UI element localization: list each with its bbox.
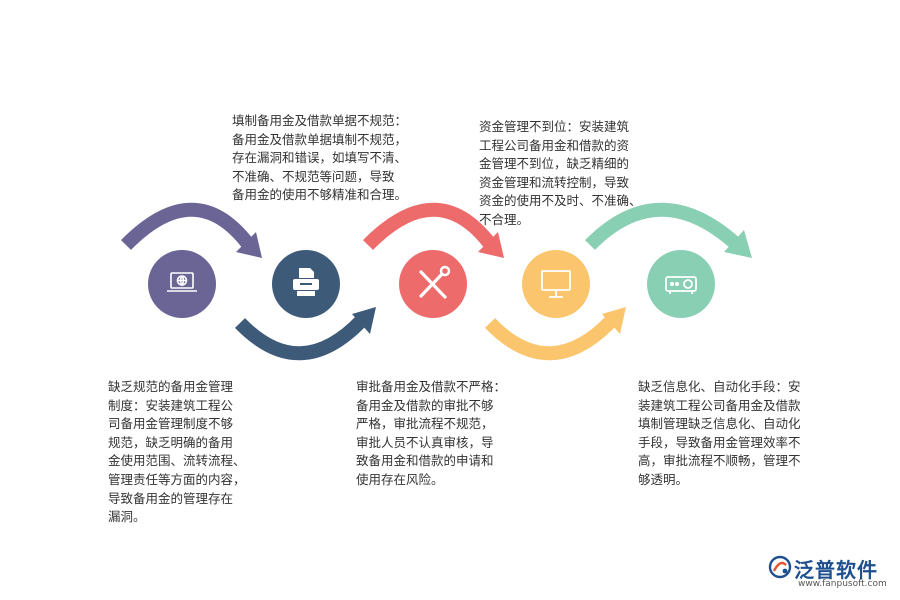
laptop-globe-icon bbox=[167, 272, 197, 292]
brand-logo: 泛普软件 www.fanpusoft.com bbox=[768, 554, 892, 594]
text-block-2: 资金管理不到位：安装建筑 工程公司备用金和借款的资 金管理不到位，缺乏精细的 资… bbox=[479, 119, 642, 227]
projector-icon bbox=[665, 276, 697, 294]
arrow-navy bbox=[234, 307, 376, 361]
wrench-screwdriver-icon bbox=[419, 265, 451, 299]
logo-url: www.fanpusoft.com bbox=[798, 579, 887, 589]
node-2 bbox=[272, 250, 340, 318]
node-5 bbox=[647, 250, 715, 318]
text-block-5: 缺乏信息化、自动化手段：安 装建筑工程公司备用金及借款 填制管理缺乏信息化、自动… bbox=[638, 379, 801, 487]
node-3 bbox=[399, 250, 467, 318]
logo-mark-icon bbox=[768, 555, 792, 579]
text-block-1: 填制备用金及借款单据不规范： 备用金及借款单据填制不规范， 存在漏洞和错误，如填… bbox=[232, 113, 408, 203]
arrow-red bbox=[363, 202, 504, 258]
monitor-icon bbox=[541, 270, 571, 298]
text-block-4: 审批备用金及借款不严格： 备用金及借款的审批不够 严格，审批流程不规范， 审批人… bbox=[356, 379, 507, 487]
text-block-3: 缺乏规范的备用金管理 制度：安装建筑工程公 司备用金管理制度不够 规范，缺乏明确… bbox=[108, 379, 246, 525]
arrow-yellow bbox=[484, 307, 626, 361]
arrow-teal bbox=[585, 202, 752, 258]
node-1 bbox=[148, 250, 216, 318]
node-4 bbox=[522, 250, 590, 318]
printer-icon bbox=[293, 268, 319, 296]
logo-name: 泛普软件 bbox=[794, 558, 878, 582]
arrow-purple bbox=[121, 202, 262, 258]
